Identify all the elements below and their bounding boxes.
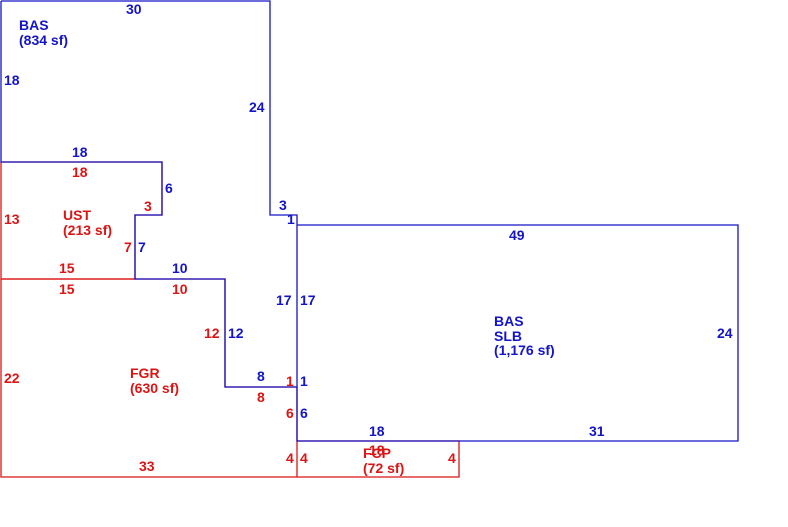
dim-fgr-top: 15 <box>59 281 75 297</box>
dim-fgr-v4: 17 <box>276 292 292 308</box>
dim-ust-bottom: 15 <box>59 260 75 276</box>
ust-area: (213 sf) <box>63 222 112 238</box>
dim-notch-h: 3 <box>279 197 287 213</box>
bas-upper-outline <box>1 0 298 225</box>
dim-step-h: 10 <box>172 260 188 276</box>
bas-right-area: (1,176 sf) <box>494 342 555 358</box>
dim-right-bottom: 31 <box>589 423 605 439</box>
bas-upper-label: BAS <box>19 17 49 33</box>
dim-fgr-j: 1 <box>286 373 294 389</box>
dim-notch-v: 6 <box>165 180 173 196</box>
dim-ust-notch: 3 <box>144 198 152 214</box>
bas-upper-area: (834 sf) <box>19 32 68 48</box>
fcp-area: (72 sf) <box>363 460 404 476</box>
dim-ust-left: 13 <box>4 211 20 227</box>
dim-fgr-v2: 6 <box>286 405 294 421</box>
dim-ust-v: 7 <box>124 239 132 255</box>
dim-bas-left: 18 <box>4 72 20 88</box>
dim-lower-v: 6 <box>300 405 308 421</box>
dim-jog: 1 <box>287 211 295 227</box>
dim-fgr-v3: 4 <box>286 450 294 466</box>
bas-right-sublabel: SLB <box>494 328 522 344</box>
dim-fgr-left: 22 <box>4 370 20 386</box>
dim-fcp-top: 18 <box>369 442 385 458</box>
dim-bas-step: 18 <box>72 144 88 160</box>
dim-step-v: 7 <box>138 239 146 255</box>
fcp-label: FCP <box>363 445 391 461</box>
dim-fgr-v: 12 <box>204 325 220 341</box>
dim-fcp-right: 4 <box>448 450 456 466</box>
dim-right-left: 17 <box>300 292 316 308</box>
bas-upper-left-wall <box>0 1 297 388</box>
dim-ust-top: 18 <box>72 164 88 180</box>
dim-fgr-bottom: 33 <box>139 458 155 474</box>
dim-fgr-h: 8 <box>257 389 265 405</box>
dim-fgr-top2: 10 <box>172 281 188 297</box>
dim-lower-h: 8 <box>257 368 265 384</box>
dim-right-side: 24 <box>717 325 733 341</box>
ust-label: UST <box>63 207 91 223</box>
dim-bas-right: 24 <box>249 99 265 115</box>
dim-bas-top: 30 <box>126 1 142 17</box>
dim-lower-b: 18 <box>369 423 385 439</box>
dim-fcp-left: 4 <box>300 450 308 466</box>
bas-right-label: BAS <box>494 313 524 329</box>
dim-right-top: 49 <box>509 227 525 243</box>
fgr-label: FGR <box>130 365 160 381</box>
fgr-area: (630 sf) <box>130 380 179 396</box>
dim-fgr-v-blue: 12 <box>228 325 244 341</box>
dim-lower-j: 1 <box>300 373 308 389</box>
bas-right-outline <box>296 224 739 442</box>
